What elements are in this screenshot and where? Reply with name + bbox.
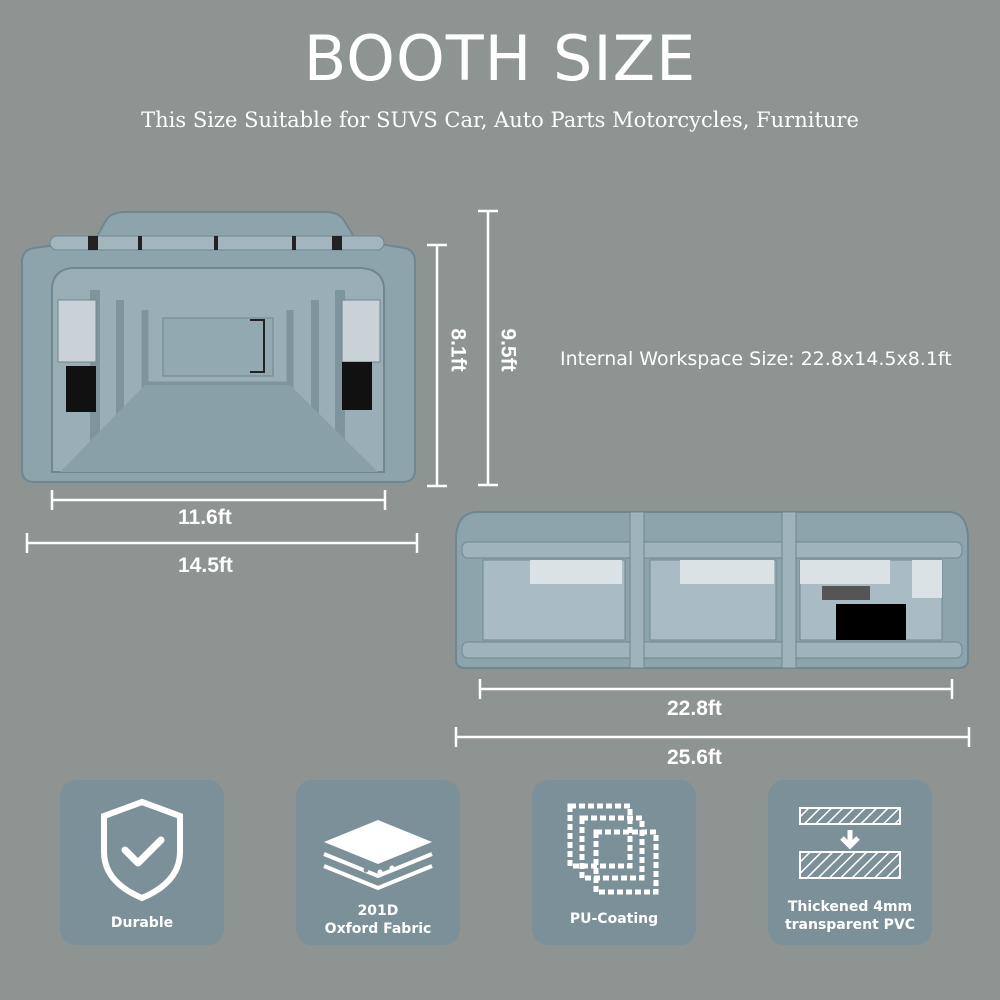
feature-card-durable: Durable (60, 780, 224, 945)
outer-length-label: 25.6ft (667, 746, 722, 769)
feature-label-thickened: Thickened 4mm (787, 899, 913, 915)
feature-card-pvc: Thickened 4mm transparent PVC (768, 780, 932, 945)
feature-label-transparent-pvc: transparent PVC (784, 917, 916, 933)
workspace-size-text: Internal Workspace Size: 22.8x14.5x8.1ft (560, 348, 952, 370)
feature-label-durable: Durable (110, 915, 174, 931)
outer-height-label: 9.5ft (496, 328, 520, 372)
feature-card-oxford-fabric: 201D Oxford Fabric (296, 780, 460, 945)
page-title: BOOTH SIZE (303, 22, 697, 95)
inner-height-label: 8.1ft (446, 328, 470, 372)
shield-check-icon (101, 798, 183, 902)
feature-label-pu-coating: PU-Coating (569, 911, 659, 927)
coating-sheets-icon (567, 803, 659, 895)
pvc-thickness-icon (799, 807, 901, 879)
inner-width-label: 11.6ft (178, 506, 232, 529)
page-subtitle: This Size Suitable for SUVS Car, Auto Pa… (141, 108, 859, 132)
feature-label-oxford-fabric: Oxford Fabric (324, 921, 432, 937)
inner-length-label: 22.8ft (667, 697, 722, 720)
fabric-layers-icon (323, 820, 433, 891)
outer-width-label: 14.5ft (178, 554, 233, 577)
feature-label-201d: 201D (357, 903, 399, 919)
feature-card-pu-coating: PU-Coating (532, 780, 696, 945)
